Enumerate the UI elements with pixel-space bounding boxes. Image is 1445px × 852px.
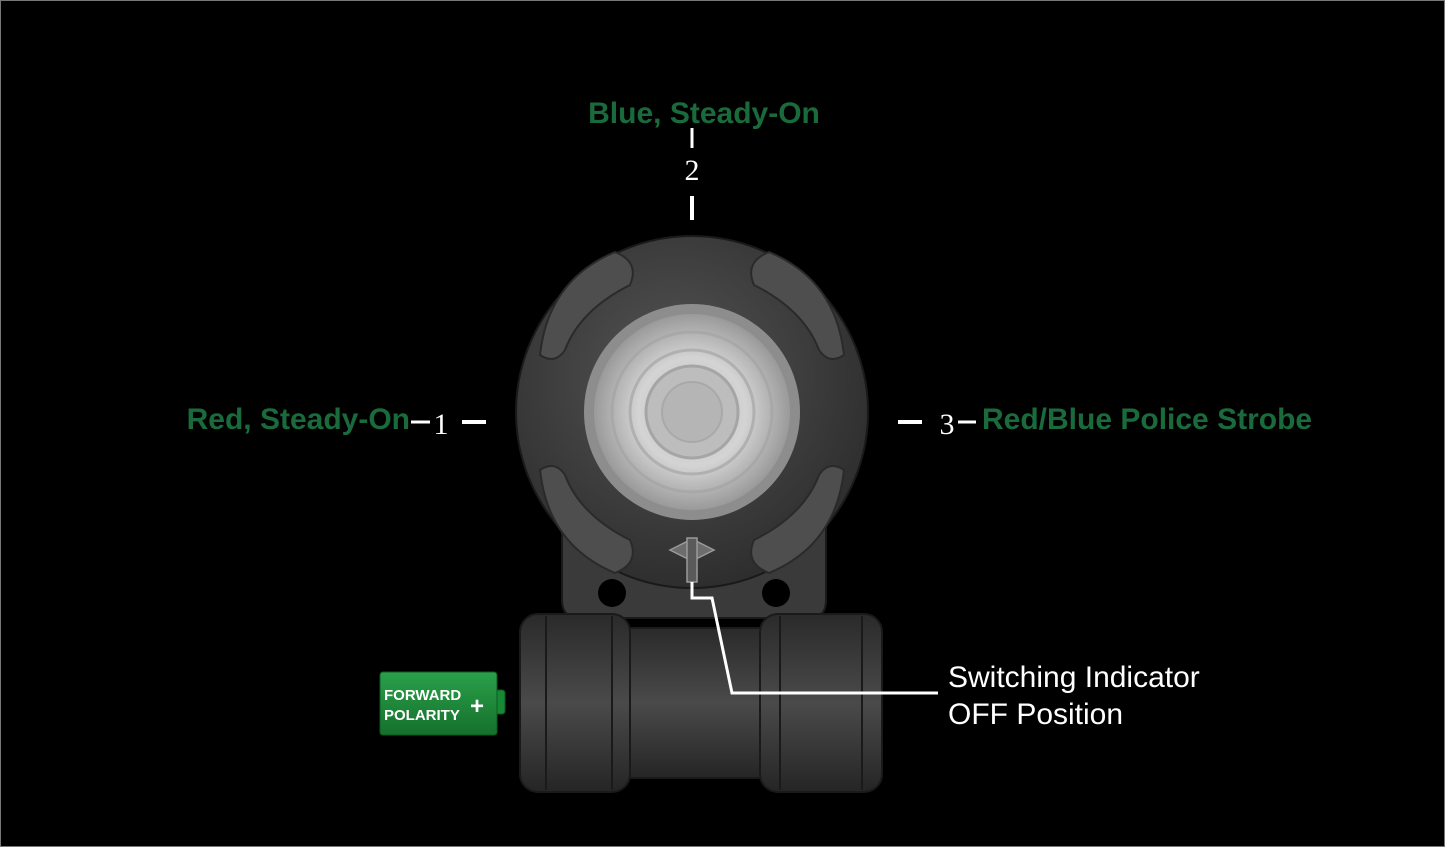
position-3-marker: 3 (898, 408, 976, 441)
mount-hole-right (762, 579, 790, 607)
position-1-label: Red, Steady-On (187, 403, 410, 436)
callout-line1: Switching Indicator (948, 661, 1200, 694)
position-2-marker: 2 (685, 128, 700, 220)
position-2-number: 2 (685, 154, 700, 187)
position-2-label: Blue, Steady-On (588, 97, 820, 130)
grip-bottom-left (538, 465, 634, 575)
callout-line2: OFF Position (948, 698, 1123, 731)
position-1-number: 1 (434, 408, 449, 441)
position-3-number: 3 (940, 408, 955, 441)
battery-label-line2: POLARITY (384, 707, 460, 724)
grip-bottom-right (750, 465, 846, 575)
callout-leader-line (690, 582, 938, 695)
position-3-label: Red/Blue Police Strobe (982, 403, 1312, 436)
battery-icon: FORWARD POLARITY + (379, 671, 506, 736)
mount-hole-left (598, 579, 626, 607)
lens (584, 304, 800, 520)
battery-barrel (519, 613, 883, 793)
position-1-marker: 1 (411, 408, 486, 441)
battery-label-line1: FORWARD (384, 687, 461, 704)
grip-top-right (750, 250, 846, 360)
battery-plus-sign: + (470, 693, 484, 720)
dial-light-device (515, 235, 883, 793)
grip-top-left (538, 250, 634, 360)
